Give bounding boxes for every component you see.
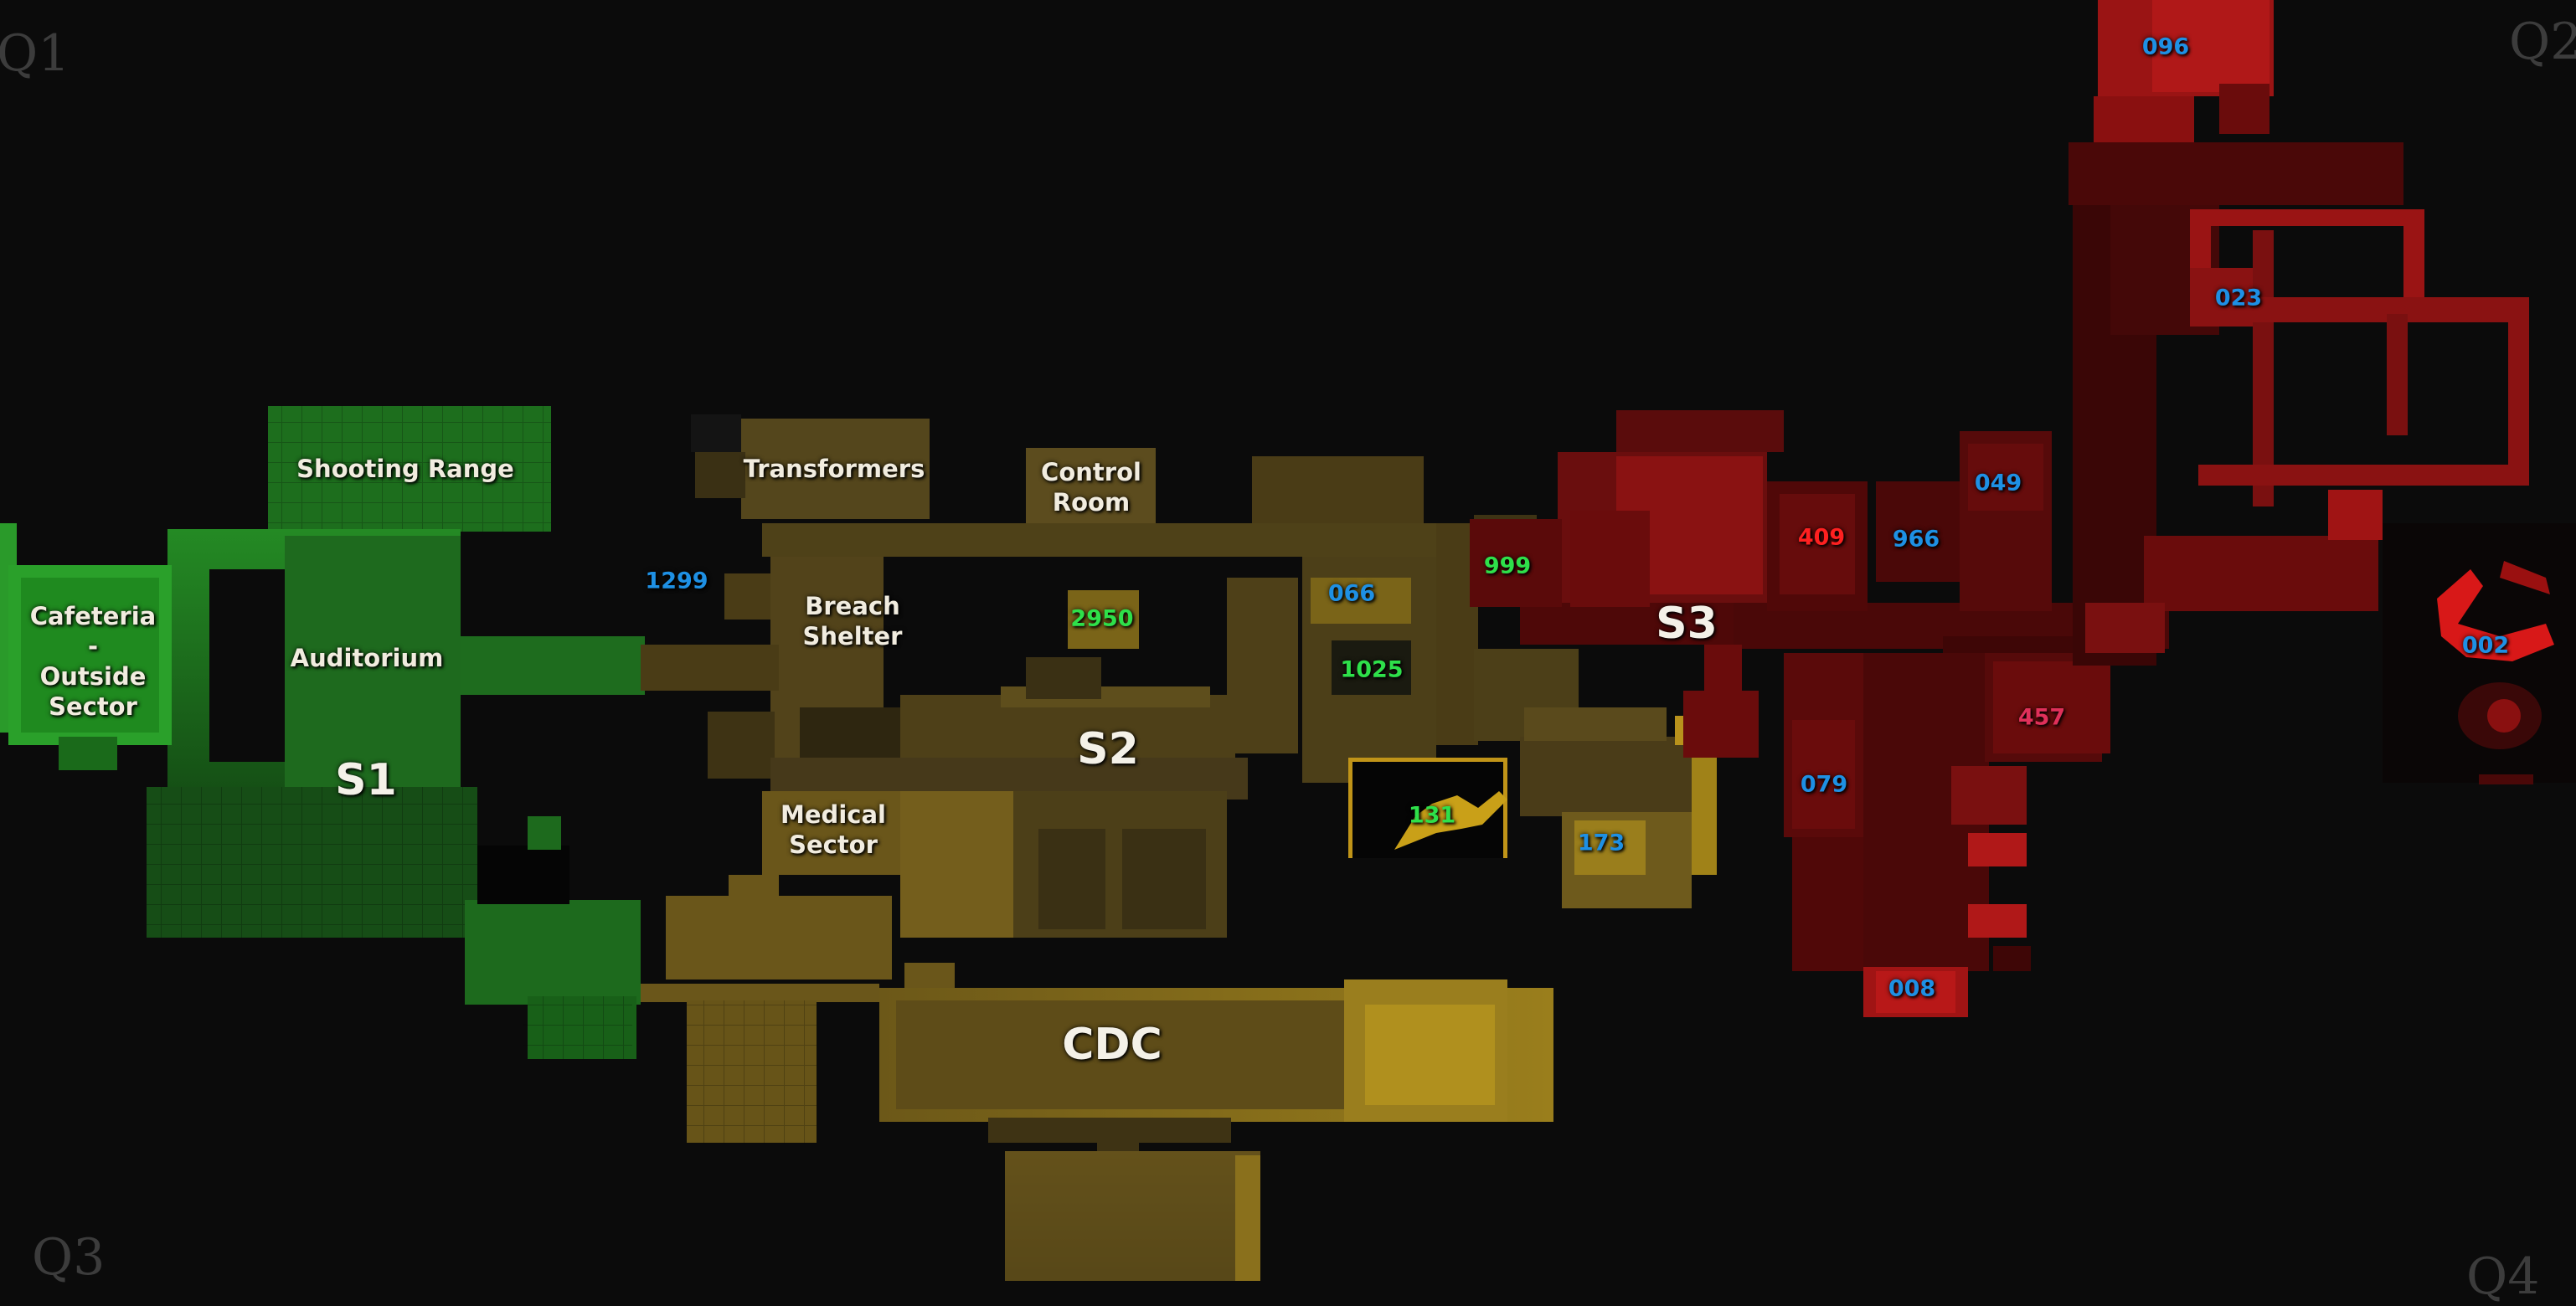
sector-s3-label: S3 [1656, 599, 1718, 649]
scp-1025-label: 1025 [1340, 656, 1404, 683]
area-control-room: Control Room [1041, 458, 1141, 517]
corner-q4: Q4 [2466, 1247, 2540, 1306]
scp-409-label: 409 [1797, 524, 1846, 551]
sector-cdc-label: CDC [1062, 1020, 1162, 1070]
scp-1299-label: 1299 [645, 568, 708, 594]
entrance-zone [1470, 0, 2529, 1017]
area-auditorium: Auditorium [290, 644, 444, 672]
scp-173-label: 173 [1577, 830, 1625, 856]
scp-049-label: 049 [1974, 470, 2022, 496]
scp-131-label: 131 [1408, 802, 1456, 829]
corner-q1: Q1 [0, 24, 70, 83]
scp-023-label: 023 [2214, 285, 2263, 311]
scp-079-label: 079 [1800, 771, 1848, 798]
area-medical-sector: Medical Sector [781, 800, 886, 859]
scp-002-label: 002 [2461, 632, 2510, 659]
area-breach-shelter: Breach Shelter [802, 592, 903, 650]
area-shooting-range: Shooting Range [296, 455, 514, 483]
scp-066-label: 066 [1327, 580, 1376, 607]
scp-008-label: 008 [1888, 975, 1936, 1002]
corner-q2: Q2 [2509, 13, 2576, 71]
scp-2950-label: 2950 [1070, 605, 1134, 632]
scp-966-label: 966 [1892, 526, 1940, 553]
scp-457-label: 457 [2017, 704, 2066, 731]
scp-002-room [2383, 523, 2576, 784]
sector-s2-label: S2 [1077, 724, 1139, 774]
corner-q3: Q3 [32, 1228, 106, 1287]
scp-096-label: 096 [2141, 33, 2190, 60]
sector-s1-label: S1 [335, 755, 397, 805]
area-transformers: Transformers [743, 455, 925, 483]
light-containment-zone [0, 406, 645, 1059]
scp-131-room [1352, 762, 1507, 858]
scp-999-label: 999 [1483, 553, 1532, 579]
area-cafeteria-outside-sector: Cafeteria - Outside Sector [29, 602, 157, 721]
